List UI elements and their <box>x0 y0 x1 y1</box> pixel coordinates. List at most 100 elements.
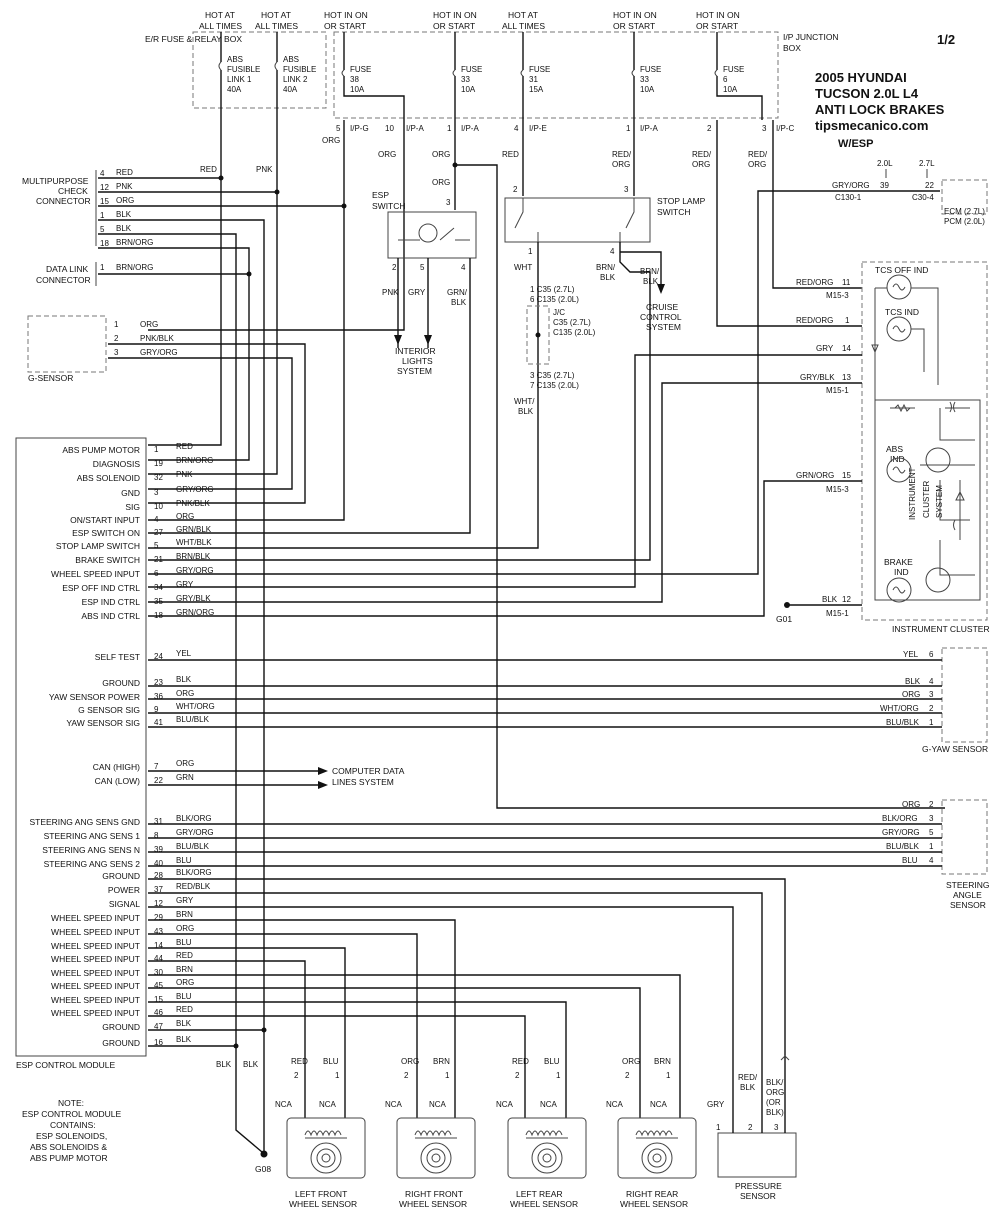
pin-number: 11 <box>842 278 851 287</box>
module-pin-wire: GRN <box>176 773 194 782</box>
pin-number: 4 <box>929 856 934 865</box>
sensor-tone-ring <box>537 1148 557 1168</box>
module-pin-name: WHEEL SPEED INPUT <box>51 981 140 991</box>
module-pin-wire: RED/BLK <box>176 882 211 891</box>
ground-label: G01 <box>776 614 792 624</box>
pin-number: 1 <box>114 320 119 329</box>
indicator-label: TCS OFF IND <box>875 265 928 275</box>
module-pin-wire: BLU/BLK <box>176 715 210 724</box>
pin-number: 13 <box>842 373 851 382</box>
module-pin-number: 23 <box>154 678 163 687</box>
module-pin-name: BRAKE SWITCH <box>75 555 140 565</box>
module-pin-number: 37 <box>154 885 163 894</box>
module-pin-number: 32 <box>154 473 163 482</box>
module-pin-name: GND <box>121 488 140 498</box>
source-label: HOT IN ON <box>324 10 368 20</box>
link-label: 40A <box>283 85 298 94</box>
wire-color: YEL <box>903 650 919 659</box>
module-pin-wire: ORG <box>176 759 194 768</box>
wire-color: ORG <box>432 178 450 187</box>
destination-label: COMPUTER DATA <box>332 766 405 776</box>
pin-number: 1 <box>100 263 105 272</box>
variant-label: W/ESP <box>838 138 873 150</box>
wire-color: BLK <box>216 1060 232 1069</box>
splice <box>218 175 224 181</box>
component-label: SENSOR <box>950 900 986 910</box>
title-line: 2005 HYUNDAI <box>815 70 907 85</box>
module-pin-number: 47 <box>154 1022 163 1031</box>
module-pin-name: STOP LAMP SWITCH <box>56 541 140 551</box>
module-box <box>15 437 147 1057</box>
source-label: HOT AT <box>205 10 235 20</box>
wire-color: PNK <box>256 165 273 174</box>
module-pin-wire: BLU <box>176 938 192 947</box>
module-pin-wire: GRN/ORG <box>176 608 214 617</box>
pin-number: 39 <box>880 181 889 190</box>
wire-color: BLK <box>518 407 534 416</box>
source-label: OR START <box>696 21 738 31</box>
sensor-tone-ring <box>652 1153 662 1163</box>
connector-id: I/P-G <box>350 124 369 133</box>
wire-color: BLK <box>643 277 659 286</box>
connector-label: CHECK <box>58 186 88 196</box>
module-pin-wire: ORG <box>176 512 194 521</box>
pin-number: 2 <box>392 263 397 272</box>
module-pin-number: 4 <box>154 515 159 524</box>
fuse-label: 10A <box>461 85 476 94</box>
er-fuse-relay-box <box>192 31 327 109</box>
link-label: FUSIBLE <box>283 65 316 74</box>
pin-number: 2 <box>625 1071 630 1080</box>
wire-color: BLK <box>451 298 467 307</box>
g-yaw-wires <box>148 659 942 728</box>
module-pin-number: 40 <box>154 859 163 868</box>
sensor-label: RIGHT FRONT <box>405 1189 463 1199</box>
module-pin-name: SIG <box>125 502 140 512</box>
module-pin-name: ABS IND CTRL <box>81 611 140 621</box>
module-note: NOTE: ESP CONTROL MODULE CONTAINS: ESP S… <box>22 1098 122 1163</box>
pin-number: 1 <box>666 1071 671 1080</box>
pin-number: 1 <box>528 247 533 256</box>
module-pin-name: WHEEL SPEED INPUT <box>51 569 140 579</box>
title-line: ANTI LOCK BRAKES <box>815 102 945 117</box>
module-pin-number: 10 <box>154 502 163 511</box>
wire-color: WHT/ <box>514 397 535 406</box>
sensor-body <box>617 1117 697 1179</box>
destination-label: LIGHTS <box>402 356 433 366</box>
wire-color: BLK <box>822 595 838 604</box>
indicator-label: IND <box>894 567 909 577</box>
connector-label: CONNECTOR <box>36 275 91 285</box>
module-pin-number: 36 <box>154 692 163 701</box>
module-pin-name: G SENSOR SIG <box>78 705 140 715</box>
wire-color: PNK <box>116 182 133 191</box>
connector-label: DATA LINK <box>46 264 89 274</box>
module-pin-number: 19 <box>154 459 163 468</box>
wire-color: GRY/ORG <box>882 828 920 837</box>
wire-redorg-tcs <box>716 120 862 327</box>
system-label: INSTRUMENT <box>908 467 917 520</box>
module-pin-name: ABS PUMP MOTOR <box>62 445 140 455</box>
can-bus-arrows: COMPUTER DATA LINES SYSTEM <box>148 766 405 789</box>
module-pin-wire: GRY <box>176 580 194 589</box>
indicator-label: BRAKE <box>884 557 913 567</box>
nca-label: NCA <box>650 1100 668 1109</box>
sensor-coil <box>304 1130 347 1139</box>
pin-number: 1 <box>929 842 934 851</box>
splice <box>452 162 458 168</box>
fuse-label: FUSE <box>529 65 550 74</box>
pin-number: 15 <box>842 471 851 480</box>
module-pin-name: WHEEL SPEED INPUT <box>51 968 140 978</box>
data-link-connector: DATA LINK CONNECTOR 1 BRN/ORG <box>36 262 252 286</box>
module-pin-name: ESP SWITCH ON <box>72 528 140 538</box>
source-label: HOT IN ON <box>613 10 657 20</box>
wire-color: BLU/BLK <box>886 718 920 727</box>
pin-number: 22 <box>925 181 934 190</box>
module-pin-number: 41 <box>154 718 163 727</box>
nca-label: NCA <box>540 1100 558 1109</box>
pin-number: 1 <box>445 1071 450 1080</box>
module-pin-wire: BLK/ORG <box>176 814 212 823</box>
wire-color: (OR <box>766 1098 781 1107</box>
module-pin-number: 22 <box>154 776 163 785</box>
destination-label: CONTROL <box>640 312 682 322</box>
component-label: ECM (2.7L) <box>944 207 985 216</box>
wire-color: RED/ORG <box>796 278 833 287</box>
